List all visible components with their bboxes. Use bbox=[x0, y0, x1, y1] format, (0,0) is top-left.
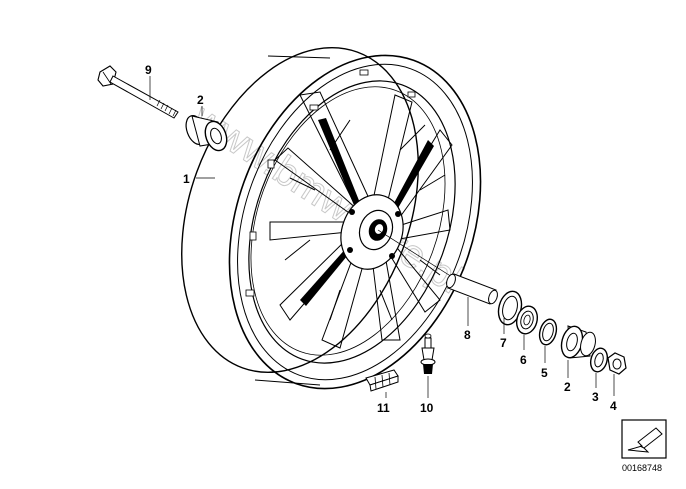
wheel-rim bbox=[181, 47, 482, 390]
axle-sleeve bbox=[446, 273, 498, 305]
callout-labels: 9 2 1 8 7 6 5 2 3 4 10 11 bbox=[145, 63, 617, 415]
callout-11: 11 bbox=[377, 401, 390, 415]
callout-9: 9 bbox=[145, 63, 152, 77]
spacer-bushing-left bbox=[185, 114, 228, 152]
orientation-arrow-box bbox=[621, 419, 667, 459]
axle-centerline bbox=[377, 229, 461, 283]
callout-2-right: 2 bbox=[564, 380, 571, 394]
callout-10: 10 bbox=[420, 401, 434, 415]
bearing bbox=[515, 305, 539, 335]
callout-7: 7 bbox=[500, 336, 507, 350]
callout-2-left: 2 bbox=[197, 93, 204, 107]
callout-8: 8 bbox=[464, 328, 471, 342]
axle-bolt bbox=[97, 65, 179, 119]
washer bbox=[589, 347, 609, 373]
callout-1: 1 bbox=[183, 172, 190, 186]
circlip bbox=[538, 318, 558, 346]
balance-weight bbox=[365, 369, 399, 392]
arrow-icon bbox=[627, 427, 663, 453]
callout-3: 3 bbox=[592, 390, 599, 404]
seal-ring bbox=[497, 290, 523, 326]
wheel-hub bbox=[340, 194, 404, 270]
wheel-spokes bbox=[269, 91, 453, 349]
doc-number: 00168748 bbox=[622, 463, 662, 473]
spacer-bushing-right bbox=[560, 325, 596, 359]
callout-6: 6 bbox=[520, 353, 527, 367]
leader-lines bbox=[149, 76, 615, 398]
callout-5: 5 bbox=[541, 366, 548, 380]
callout-4: 4 bbox=[610, 399, 617, 413]
hex-nut bbox=[607, 352, 627, 375]
tire-valve bbox=[420, 333, 436, 374]
